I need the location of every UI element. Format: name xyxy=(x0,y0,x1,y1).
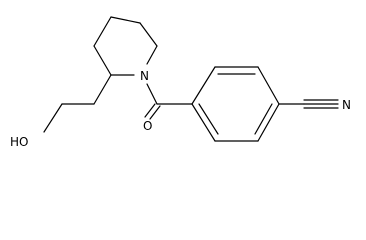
benzene-ring xyxy=(191,66,280,142)
bond-n-cco xyxy=(146,83,158,105)
bond-ar-4 xyxy=(257,103,280,142)
bond-n-c6 xyxy=(146,45,158,65)
bond-ar-3 xyxy=(257,66,280,105)
atom-label-ring-nitrogen: N xyxy=(140,69,149,83)
bond-c4-c3 xyxy=(93,16,112,47)
nitrile-group xyxy=(278,99,339,109)
bond-cco-o-1 xyxy=(144,103,156,118)
hydroxyethyl-chain xyxy=(43,74,112,133)
bond-ar-double-3 xyxy=(198,103,219,135)
molecule-structure: N O HO N xyxy=(10,16,351,149)
bond-c6-c5 xyxy=(139,22,158,47)
bond-ar-double-2 xyxy=(254,103,273,135)
bond-c5-c4 xyxy=(110,16,141,24)
atom-label-nitrile-nitrogen: N xyxy=(342,98,351,112)
atom-label-hydroxyl: HO xyxy=(10,135,28,149)
bond-cb-o xyxy=(43,103,63,133)
bond-cco-o-2 xyxy=(149,105,161,120)
bond-ar-6 xyxy=(191,103,216,142)
atom-label-carbonyl-oxygen: O xyxy=(143,119,152,133)
piperidine-ring xyxy=(93,16,158,76)
structure-canvas: N O HO N xyxy=(10,16,351,149)
carbonyl-group xyxy=(144,83,193,120)
bond-c3-c2 xyxy=(93,45,112,76)
bond-c2-ca xyxy=(93,74,112,105)
bond-ar-1 xyxy=(191,66,216,105)
